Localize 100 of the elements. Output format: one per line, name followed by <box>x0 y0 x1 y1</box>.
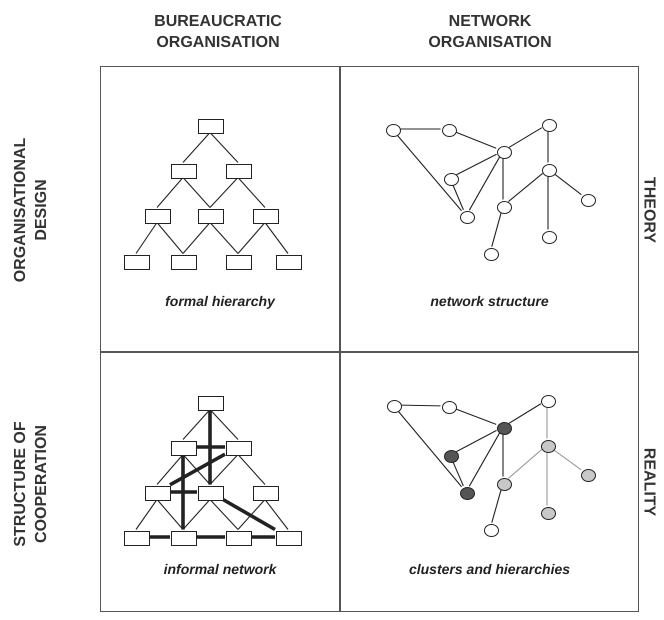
connector-line <box>222 498 276 532</box>
hierarchy-box <box>226 164 252 178</box>
connector-line <box>196 445 225 449</box>
connector-line <box>182 177 210 208</box>
connector-line <box>502 158 504 200</box>
hierarchy-box <box>145 486 171 500</box>
connector-line <box>156 222 184 254</box>
network-node <box>444 450 458 462</box>
network-node <box>542 164 556 176</box>
connector-line <box>169 452 226 486</box>
connector-line <box>251 535 275 539</box>
quadrant-panel <box>340 66 639 352</box>
row-heading: ORGANISATIONAL DESIGN <box>11 136 51 284</box>
network-node <box>484 524 498 536</box>
hierarchy-box <box>253 486 279 500</box>
connector-line <box>238 454 266 485</box>
network-node <box>460 210 474 224</box>
connector-line <box>238 222 266 254</box>
hierarchy-box <box>226 254 252 270</box>
connector-line <box>182 222 210 254</box>
connector-line <box>208 410 212 484</box>
connector-line <box>508 449 542 479</box>
connector-line <box>182 132 210 163</box>
hierarchy-box <box>198 396 224 410</box>
network-node <box>580 194 596 206</box>
column-heading: NETWORK ORGANISATION <box>427 12 553 53</box>
hierarchy-box <box>253 208 279 224</box>
panel-caption: informal network <box>162 561 278 577</box>
network-node <box>580 468 596 482</box>
connector-line <box>264 499 288 530</box>
network-node <box>496 478 512 490</box>
connector-line <box>508 403 542 424</box>
hierarchy-box <box>276 254 302 270</box>
connector-line <box>238 499 266 530</box>
connector-line <box>156 499 184 530</box>
connector-line <box>400 404 441 406</box>
connector-line <box>396 410 462 488</box>
connector-line <box>452 184 464 210</box>
quadrant-panel <box>340 352 639 612</box>
network-node <box>496 422 512 434</box>
connector-line <box>454 131 496 149</box>
quadrant-panel <box>100 352 340 612</box>
row-heading: STRUCTURE OF COOPERATION <box>11 420 51 549</box>
network-node <box>540 506 556 520</box>
network-node <box>496 200 512 214</box>
connector-line <box>264 222 288 254</box>
connector-line <box>508 127 542 148</box>
connector-line <box>210 454 238 485</box>
hierarchy-box <box>198 486 224 500</box>
connector-line <box>210 499 238 530</box>
connector-line <box>468 156 500 210</box>
connector-line <box>182 499 210 530</box>
network-node <box>496 146 512 158</box>
connector-line <box>546 452 548 506</box>
hierarchy-box <box>198 118 224 134</box>
connector-line <box>400 128 440 130</box>
connector-line <box>210 132 238 163</box>
connector-line <box>547 130 549 162</box>
network-node <box>540 394 556 408</box>
connector-line <box>491 489 502 523</box>
network-node <box>542 230 556 244</box>
panel-caption: clusters and hierarchies <box>408 561 572 577</box>
network-node <box>542 118 556 132</box>
connector-line <box>552 448 582 470</box>
network-node <box>442 124 456 136</box>
connector-line <box>136 222 158 254</box>
hierarchy-box <box>171 440 197 456</box>
connector-line <box>452 460 464 486</box>
connector-line <box>210 177 238 208</box>
connector-line <box>456 430 497 452</box>
column-heading: BUREAUCRATIC ORGANISATION <box>153 12 283 53</box>
network-node <box>460 486 474 500</box>
connector-line <box>210 409 238 440</box>
hierarchy-box <box>198 208 224 224</box>
panel-caption: formal hierarchy <box>164 293 276 309</box>
network-node <box>484 248 498 260</box>
hierarchy-box <box>226 440 252 456</box>
connector-line <box>468 432 500 486</box>
row-heading: REALITY <box>639 446 658 518</box>
connector-line <box>210 222 238 254</box>
network-node <box>386 400 402 412</box>
connector-line <box>196 535 225 539</box>
hierarchy-box <box>171 530 197 546</box>
connector-line <box>502 434 504 476</box>
connector-line <box>182 409 210 440</box>
network-node <box>444 172 458 186</box>
panel-caption: network structure <box>429 293 550 309</box>
connector-line <box>454 408 496 425</box>
network-node <box>442 400 456 414</box>
connector-line <box>156 177 184 208</box>
hierarchy-box <box>276 530 302 546</box>
connector-line <box>546 406 548 438</box>
row-heading: THEORY <box>639 176 658 246</box>
network-node <box>386 124 400 136</box>
connector-line <box>456 154 497 176</box>
network-node <box>540 440 556 452</box>
hierarchy-box <box>124 254 150 270</box>
connector-line <box>238 177 266 208</box>
connector-line <box>149 535 170 539</box>
connector-line <box>508 173 543 202</box>
